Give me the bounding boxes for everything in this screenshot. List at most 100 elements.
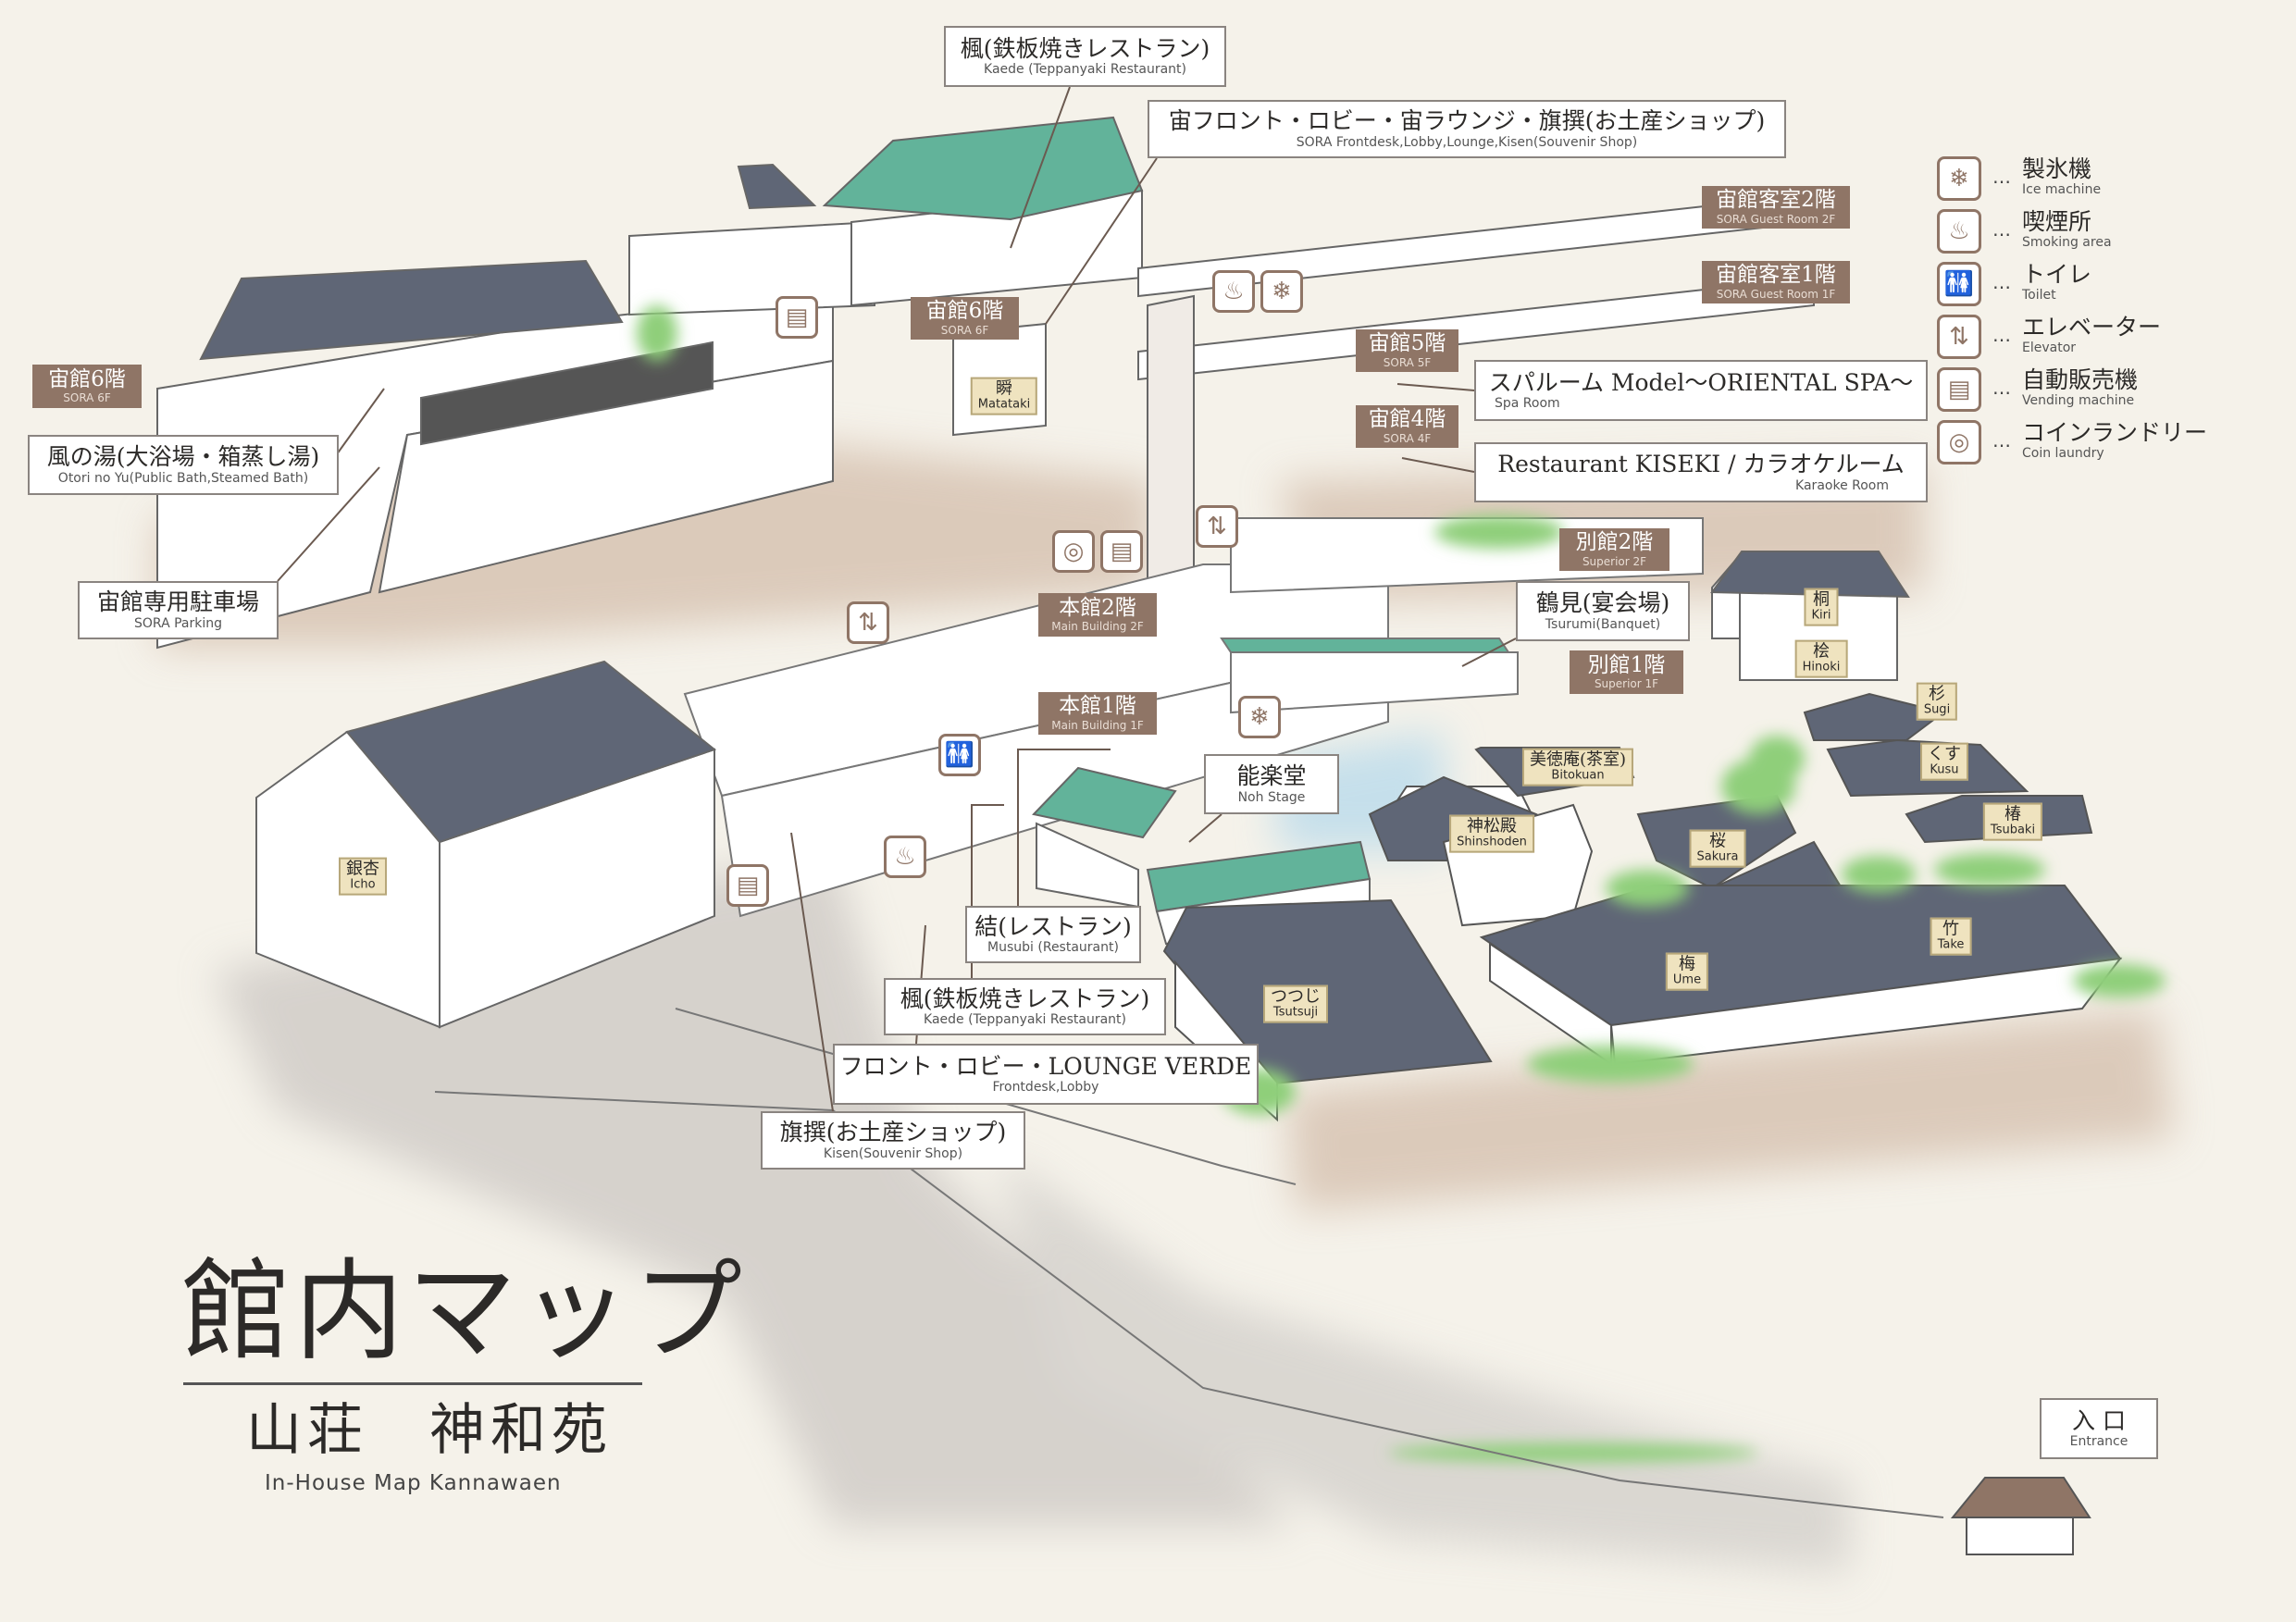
room-jp: 瞬 [995, 378, 1012, 399]
floor-jp: 宙館客室2階 [1716, 188, 1836, 213]
elevator-icon[interactable]: ⇅ [1196, 505, 1238, 548]
legend-en: Coin laundry [2022, 445, 2104, 461]
floor-en: Superior 1F [1594, 677, 1659, 691]
label-kaede-top[interactable]: 楓(鉄板焼きレストラン)Kaede (Teppanyaki Restaurant… [944, 26, 1226, 87]
floor-jp: 宙館客室1階 [1716, 263, 1836, 288]
legend-en: Toilet [2022, 287, 2056, 303]
label-en: Kaede (Teppanyaki Restaurant) [924, 1012, 1126, 1028]
label-otori-no-yu[interactable]: 風の湯(大浴場・箱蒸し湯)Otori no Yu(Public Bath,Ste… [28, 435, 339, 495]
label-sora-frontdesk[interactable]: 宙フロント・ロビー・宙ラウンジ・旗撰(お土産ショップ)SORA Frontdes… [1148, 100, 1786, 158]
vending-machine-icon[interactable]: ▤ [1100, 530, 1143, 573]
label-jp: 入 口 [2072, 1406, 2126, 1434]
floor-jp: 別館1階 [1587, 652, 1666, 677]
room-en: Icho [350, 877, 376, 892]
vending-machine-icon[interactable]: ▤ [776, 296, 818, 339]
smoking-icon[interactable]: ♨ [884, 836, 926, 878]
vending-machine-icon[interactable]: ▤ [726, 864, 769, 907]
legend-jp: 喫煙所 [2022, 208, 2092, 235]
floor-en: SORA 5F [1383, 355, 1432, 369]
legend-dots: … [1992, 429, 2011, 452]
room-jp: 銀杏 [346, 859, 379, 879]
page-subtitle-en: In-House Map Kannawaen [265, 1471, 562, 1495]
room-jp: 神松殿 [1467, 816, 1517, 836]
toilet-icon[interactable]: 🚻 [938, 734, 981, 776]
label-jp: 鶴見(宴会場) [1535, 589, 1670, 617]
annex-building [1710, 551, 1910, 681]
room-jp: 桐 [1813, 589, 1830, 610]
legend-dots: … [1992, 324, 2011, 346]
room-en: Tsutsuji [1272, 1005, 1319, 1020]
room-en: Kusu [1930, 762, 1959, 777]
room-jp: 桜 [1709, 831, 1726, 851]
floor-jp: 宙館6階 [925, 299, 1004, 324]
legend-en: Elevator [2022, 340, 2077, 355]
room-en: Shinshoden [1457, 835, 1527, 849]
room-en: Take [1937, 937, 1965, 952]
label-en: Tsurumi(Banquet) [1545, 616, 1661, 632]
legend-jp: コインランドリー [2022, 419, 2208, 446]
vending-machine-icon: ▤ [1937, 367, 1981, 412]
room-en: Hinoki [1802, 660, 1841, 675]
room-jp: 椿 [2004, 804, 2021, 824]
snowflake-icon[interactable]: ❄ [1260, 270, 1303, 313]
label-jp: フロント・ロビー・LOUNGE VERDE [839, 1052, 1252, 1080]
label-en: Noh Stage [1237, 789, 1306, 805]
legend-jp: トイレ [2022, 261, 2092, 288]
room-en: Matataki [977, 397, 1031, 412]
room-jp: 桧 [1812, 641, 1830, 662]
room-bitokuan[interactable]: 美徳庵(茶室)Bitokuan [1521, 748, 1634, 786]
legend-en: Ice machine [2022, 181, 2102, 197]
label-musubi[interactable]: 結(レストラン)Musubi (Restaurant) [965, 906, 1141, 963]
snowflake-icon[interactable]: ❄ [1238, 696, 1281, 738]
floor-en: SORA 4F [1383, 431, 1432, 445]
elevator-icon[interactable]: ⇅ [847, 601, 889, 644]
label-en: Frontdesk,Lobby [992, 1080, 1099, 1096]
room-jp: 美徳庵(茶室) [1529, 749, 1627, 770]
room-en: Ume [1672, 972, 1702, 987]
floor-en: SORA Guest Room 2F [1716, 212, 1836, 226]
smoking-icon[interactable]: ♨ [1212, 270, 1255, 313]
legend-jp: 自動販売機 [2022, 366, 2139, 393]
room-en: Sakura [1696, 849, 1739, 864]
label-spa-room[interactable]: スパルーム Model～ORIENTAL SPA～Spa Room [1474, 360, 1928, 421]
label-jp: 旗撰(お土産ショップ) [779, 1119, 1007, 1146]
label-tsurumi[interactable]: 鶴見(宴会場)Tsurumi(Banquet) [1516, 581, 1690, 641]
coin-laundry-icon[interactable]: ◎ [1052, 530, 1095, 573]
room-en: Bitokuan [1551, 768, 1605, 783]
label-kisen[interactable]: 旗撰(お土産ショップ)Kisen(Souvenir Shop) [761, 1111, 1025, 1170]
label-kaede-lower[interactable]: 楓(鉄板焼きレストラン)Kaede (Teppanyaki Restaurant… [884, 978, 1166, 1035]
legend-en: Vending machine [2022, 392, 2135, 408]
floor-jp: 別館2階 [1575, 530, 1654, 555]
legend-jp: 製氷機 [2022, 155, 2092, 182]
